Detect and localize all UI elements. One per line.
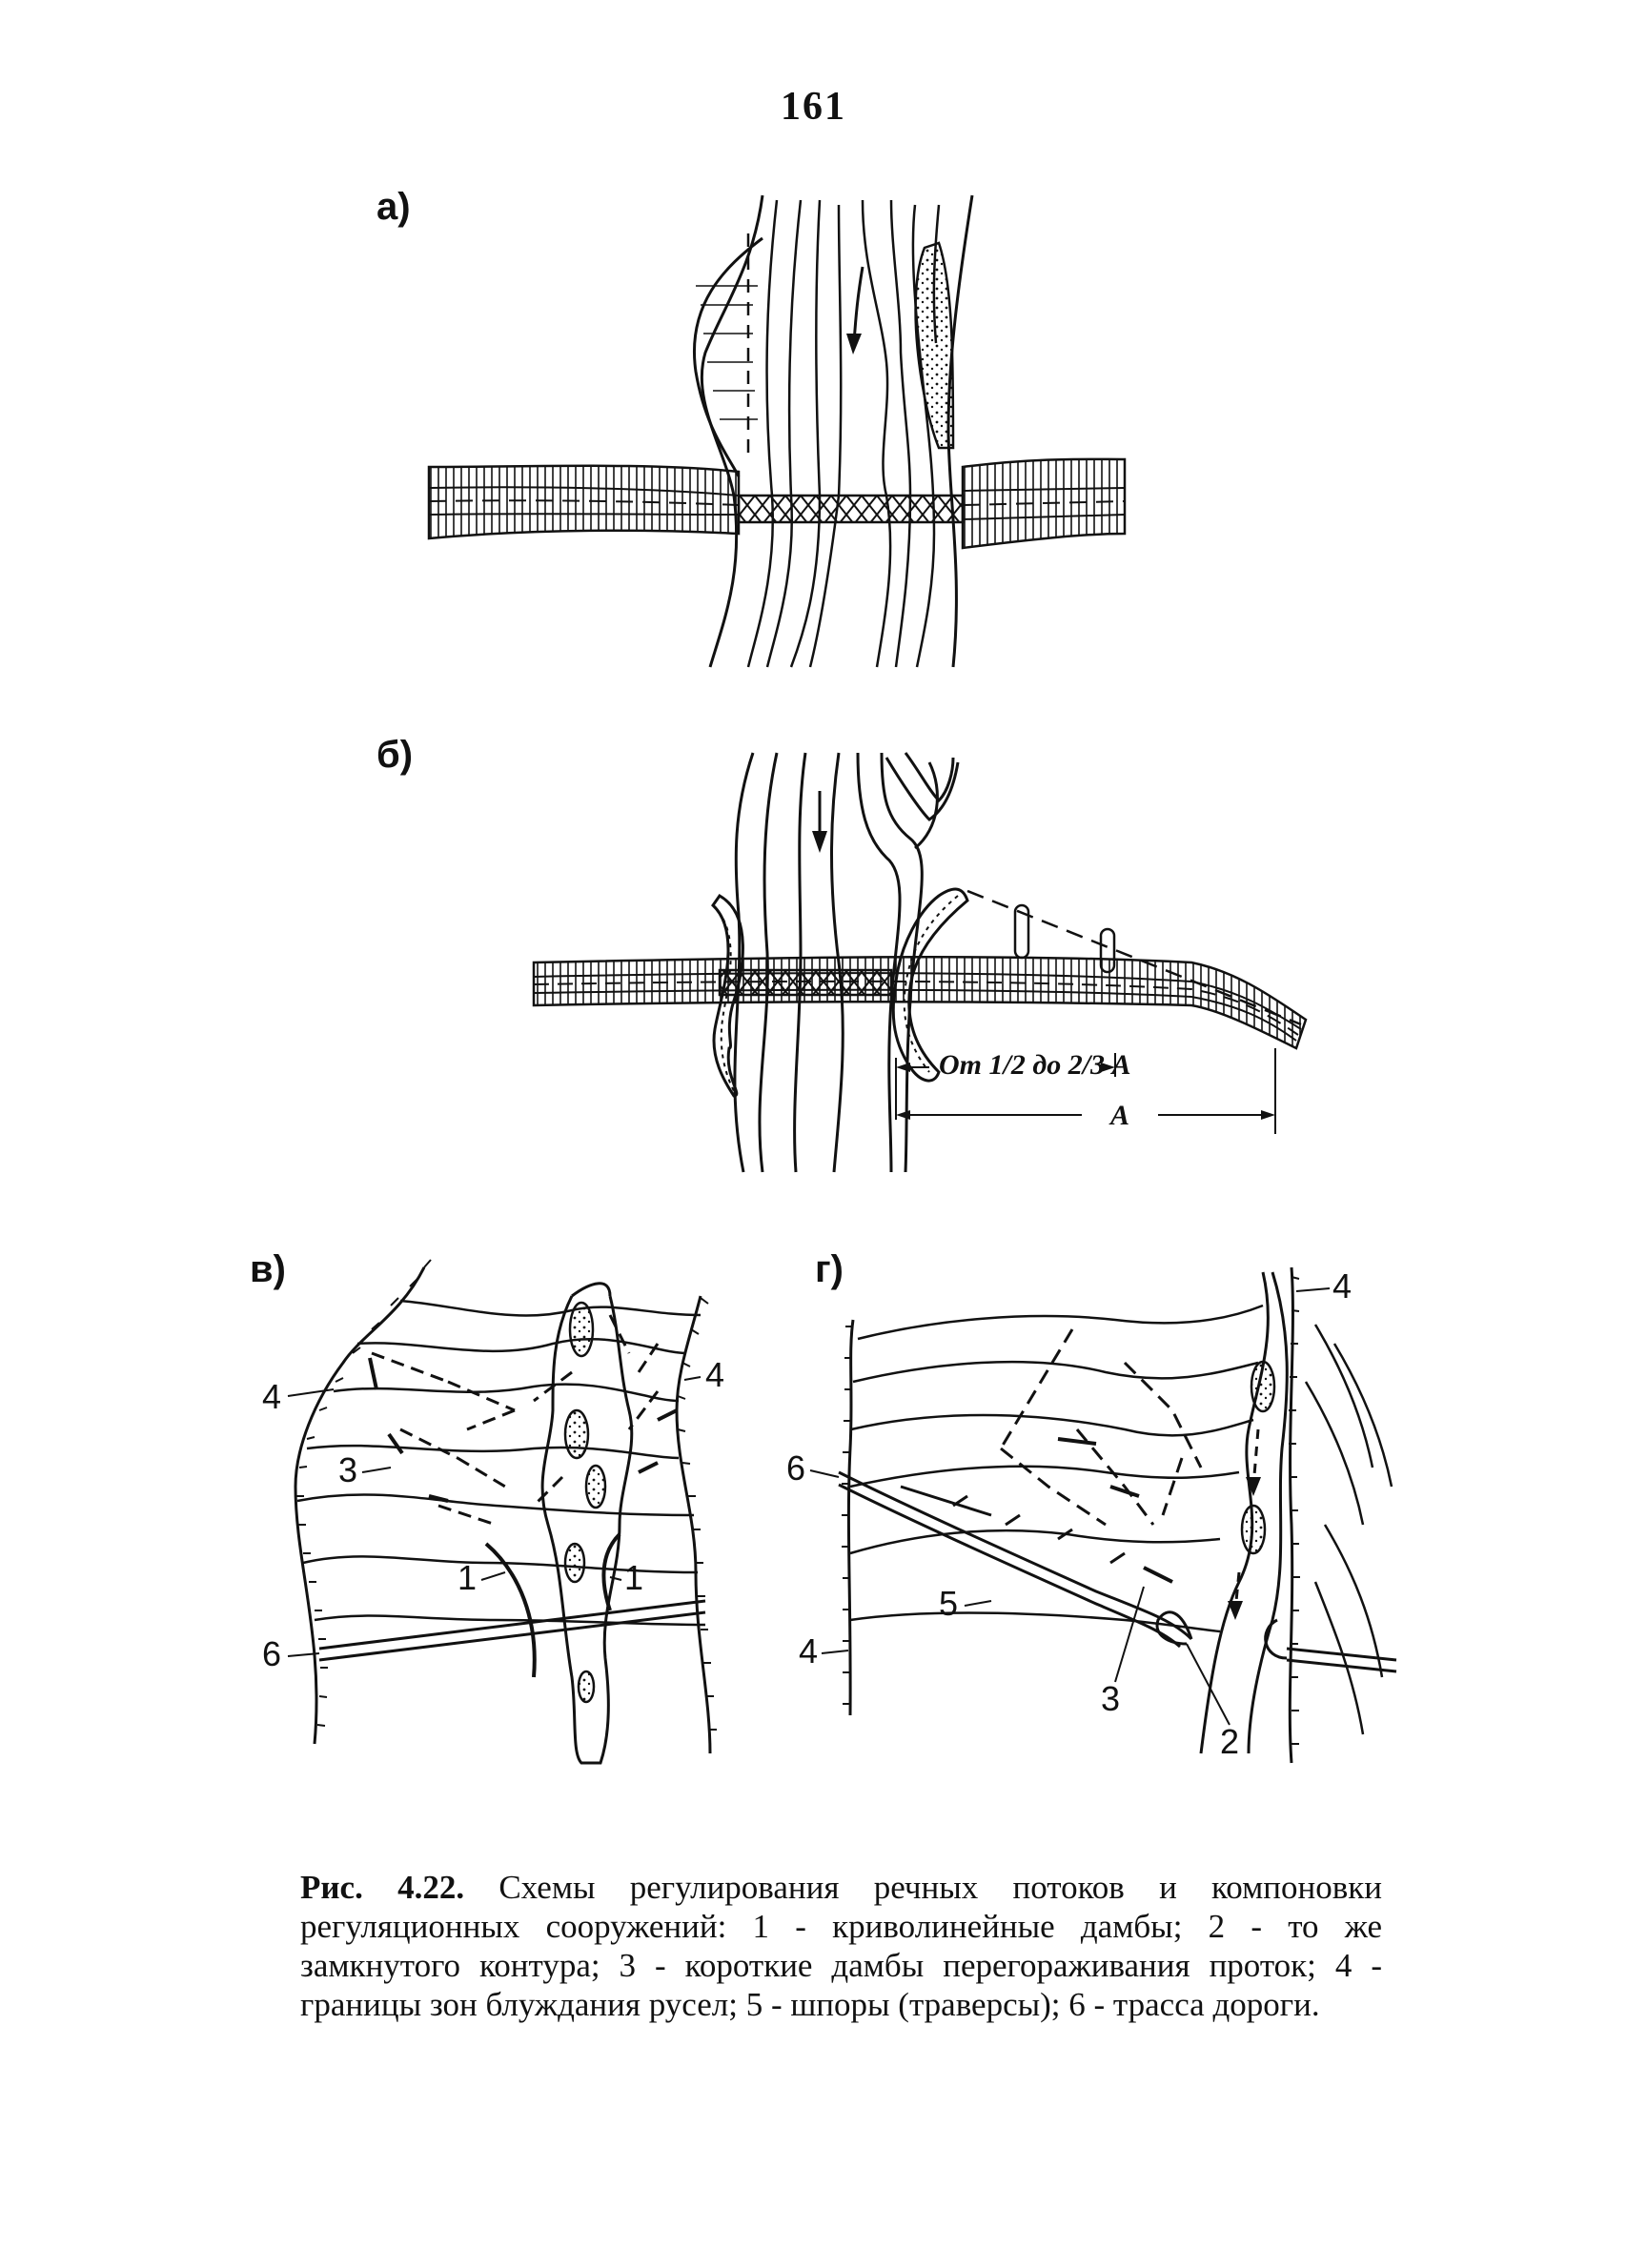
diagram-v — [294, 1259, 717, 1765]
callout-g-3: 3 — [1101, 1679, 1120, 1718]
diagram-a — [427, 194, 1127, 668]
callout-v-3: 3 — [338, 1450, 357, 1489]
panel-label-g: г) — [815, 1248, 844, 1290]
callout-v-4-left: 4 — [262, 1377, 281, 1416]
callout-v-1-left: 1 — [458, 1558, 477, 1597]
callout-g-6: 6 — [786, 1448, 805, 1488]
panel-label-b: б) — [376, 734, 414, 776]
diagram-b — [532, 752, 1308, 1173]
callout-g-4-top: 4 — [1332, 1266, 1352, 1306]
caption-prefix: Рис. 4.22. — [300, 1869, 465, 1906]
callout-g-4-bottom: 4 — [799, 1631, 818, 1671]
callout-v-1-right: 1 — [624, 1558, 643, 1597]
page-number: 161 — [781, 85, 846, 129]
panel-label-a: а) — [376, 186, 411, 228]
callout-g-2: 2 — [1220, 1722, 1239, 1761]
figure-caption: Рис. 4.22. Схемы регулирования речных по… — [300, 1868, 1382, 2024]
panel-label-v: в) — [250, 1248, 286, 1290]
dimension-partial: От 1/2 до 2/3 А — [939, 1049, 1131, 1081]
figure-drawings: От 1/2 до 2/3 А А — [262, 194, 1397, 1765]
diagram-g — [838, 1266, 1397, 1764]
caption-text: Схемы регулирования речных потоков и ком… — [300, 1869, 1382, 2023]
dimension-full: А — [1108, 1100, 1129, 1131]
callout-g-5: 5 — [939, 1584, 958, 1623]
callout-v-6: 6 — [262, 1634, 281, 1673]
callout-v-4-right: 4 — [705, 1355, 724, 1394]
